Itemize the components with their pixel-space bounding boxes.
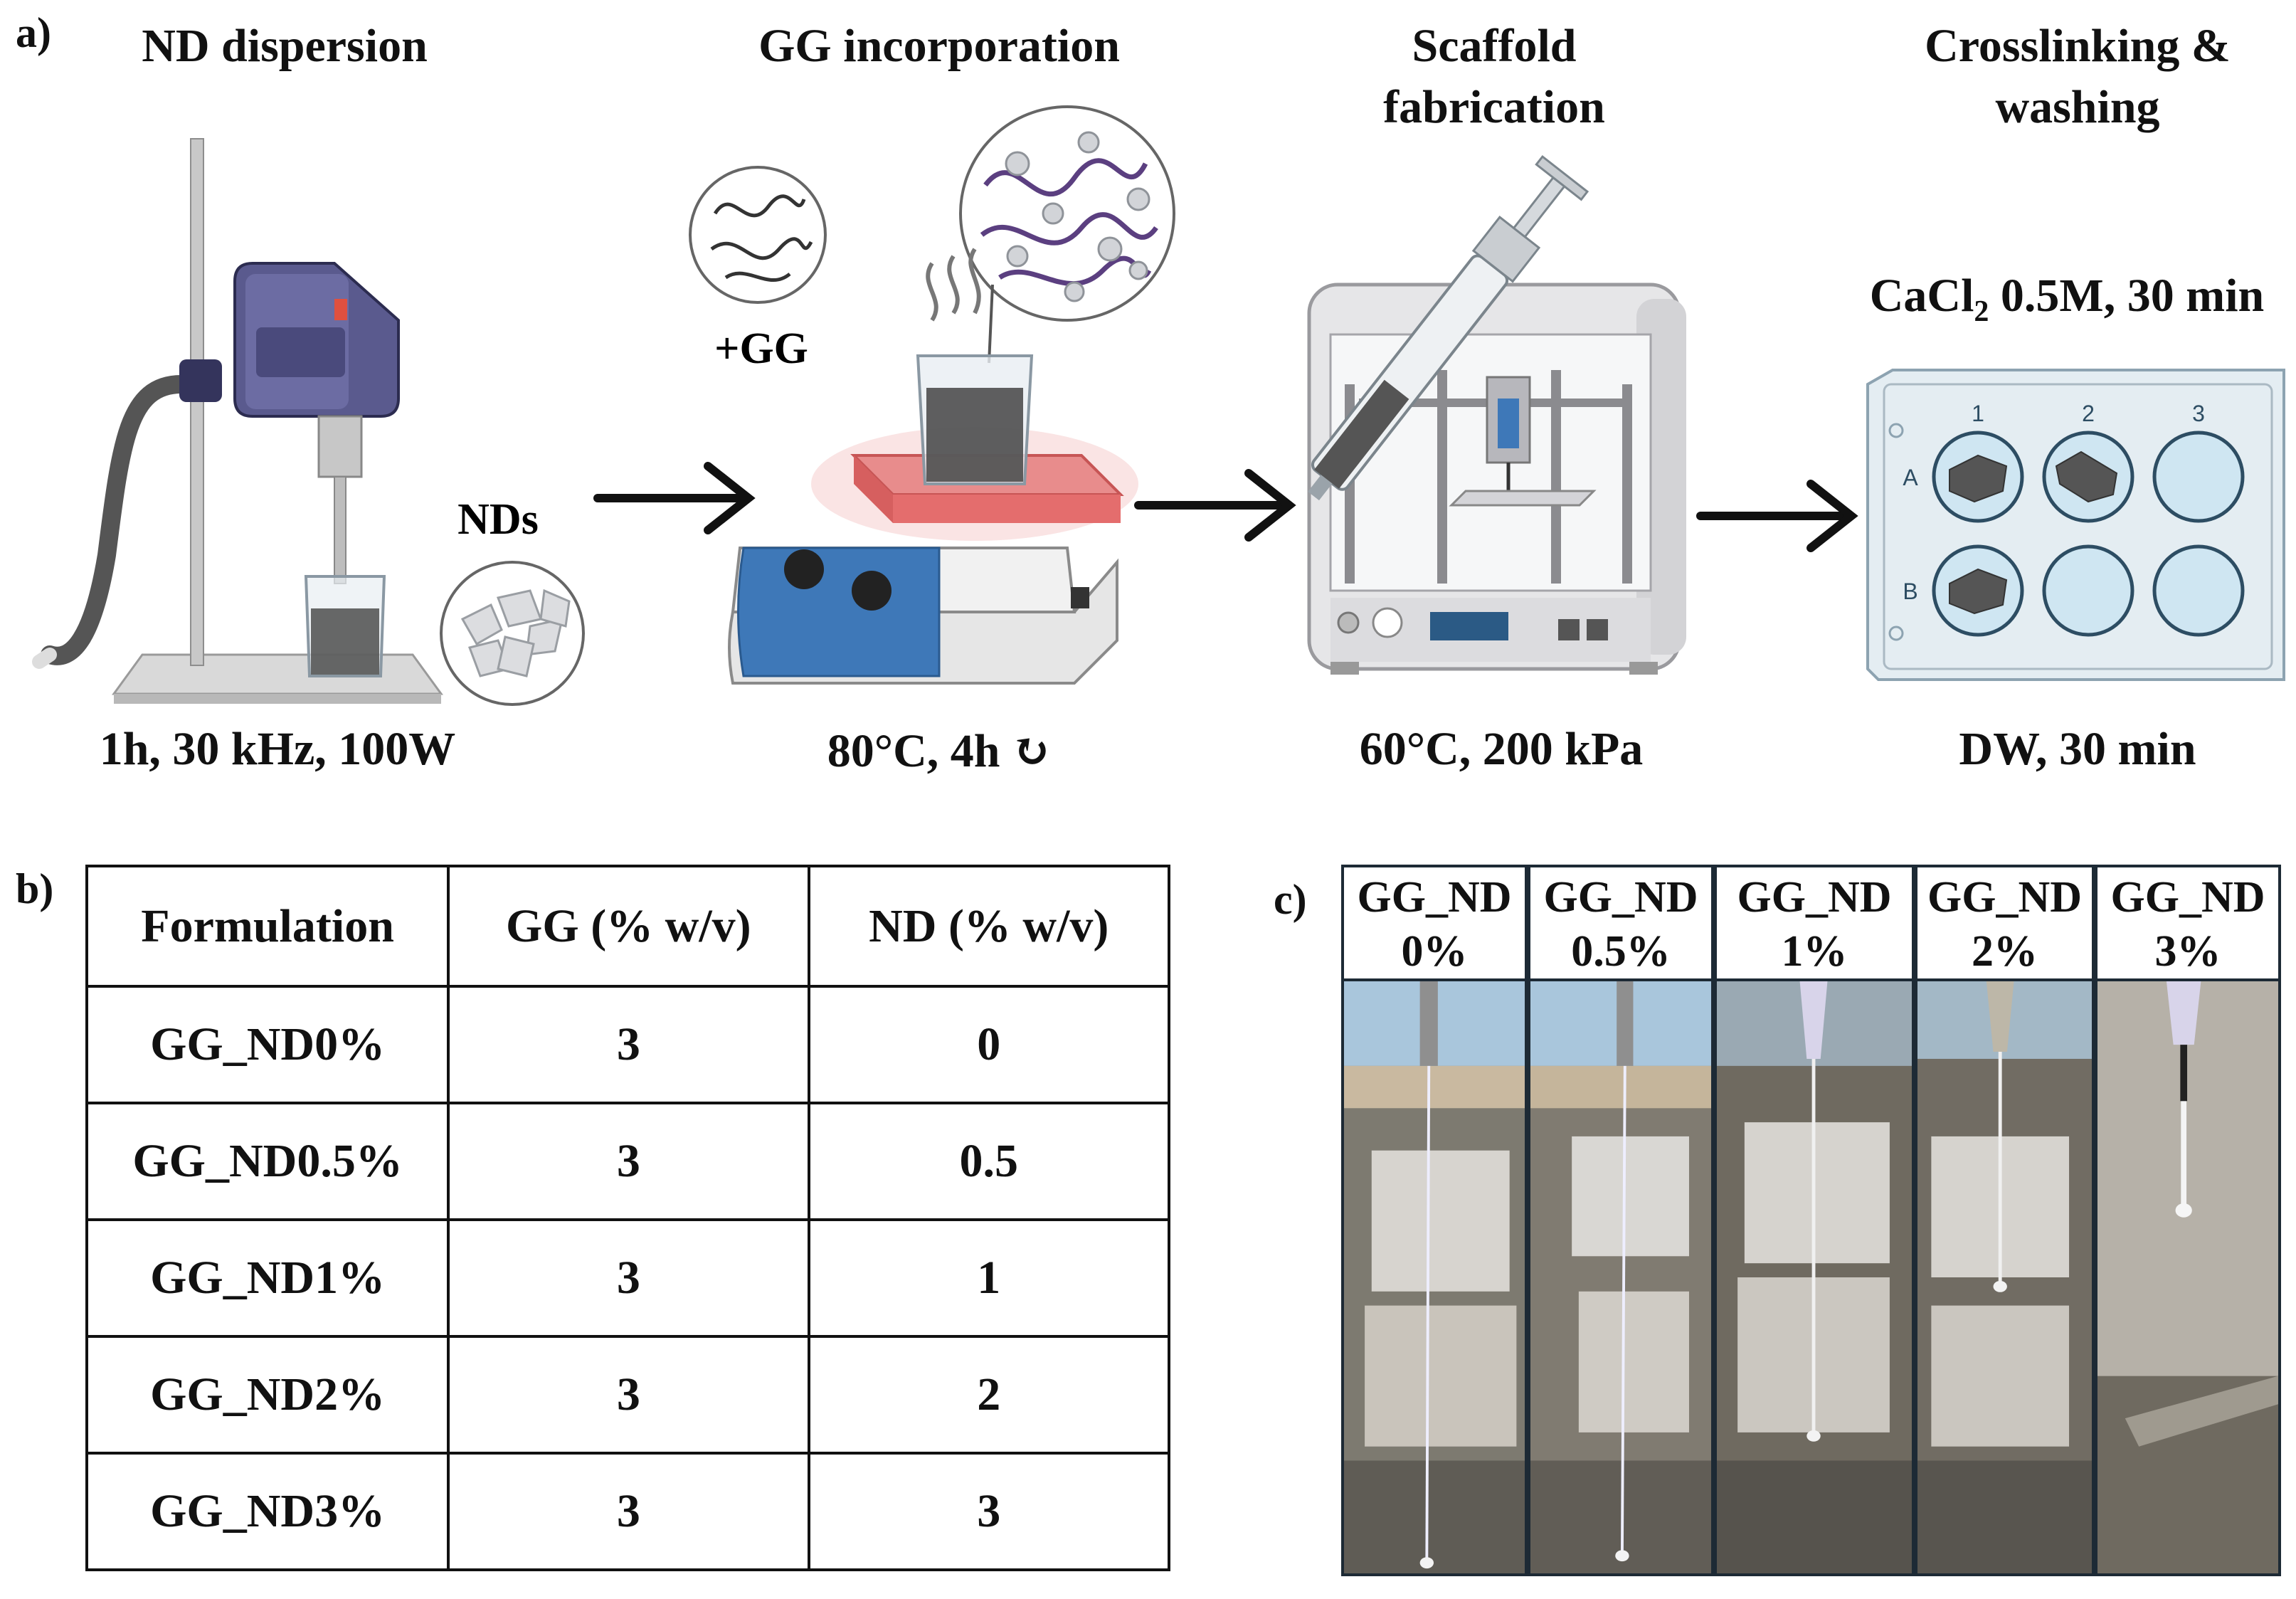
photo-strip-nd05: GG_ND 0.5% <box>1528 865 1714 1576</box>
table-cell: 3 <box>447 985 810 1104</box>
photo-label-line2: 0% <box>1401 927 1468 976</box>
table-row: GG_ND0.5% 3 0.5 <box>85 1102 1171 1221</box>
filament-photo <box>1917 981 2092 1573</box>
table-cell: GG_ND0.5% <box>85 1102 450 1221</box>
photo-label-line1: GG_ND <box>1737 873 1892 922</box>
nds-label: NDs <box>457 495 539 544</box>
formulation-table: Formulation GG (% w/v) ND (% w/v) GG_ND0… <box>85 865 1171 1571</box>
scaffold-title-line2: fabrication <box>1383 80 1605 133</box>
photo-label-line1: GG_ND <box>1543 873 1698 922</box>
plate-row-b: B <box>1903 579 1917 604</box>
photo-strip-nd0: GG_ND 0% <box>1341 865 1528 1576</box>
table-cell: GG_ND1% <box>85 1218 450 1338</box>
table-cell: 3 <box>447 1218 810 1338</box>
photo-strip-nd1: GG_ND 1% <box>1714 865 1915 1576</box>
crosslinking-title-line1: Crosslinking & <box>1925 20 2231 72</box>
table-cell: 2 <box>807 1335 1171 1455</box>
plate-col-2: 2 <box>2082 401 2095 426</box>
scaffold-title-line1: Scaffold <box>1412 20 1577 72</box>
photo-label: GG_ND 2% <box>1917 867 2092 981</box>
photo-label-line1: GG_ND <box>1927 873 2082 922</box>
step-title-nd-dispersion: ND dispersion <box>142 20 428 72</box>
table-cell: 0 <box>807 985 1171 1104</box>
table-cell: 3 <box>447 1452 810 1571</box>
arrow-3 <box>1696 480 1858 552</box>
step-title-crosslinking: Crosslinking & washing <box>1864 16 2291 138</box>
table-row: GG_ND1% 3 1 <box>85 1218 1171 1338</box>
table-row: GG_ND3% 3 3 <box>85 1452 1171 1571</box>
filament-photo <box>1344 981 1525 1573</box>
filament-photo <box>1717 981 1912 1573</box>
hotplate-illustration <box>689 105 1175 685</box>
photo-label-line2: 3% <box>2154 927 2221 976</box>
plate-row-a: A <box>1903 465 1918 490</box>
filament-photo <box>1530 981 1711 1573</box>
panel-label-b: b) <box>16 865 54 912</box>
panel-label-a: a) <box>16 9 51 56</box>
arrow-1 <box>593 462 756 534</box>
photo-label-line2: 2% <box>1972 927 2038 976</box>
plate-col-3: 3 <box>2192 401 2205 426</box>
table-cell: 0.5 <box>807 1102 1171 1221</box>
table-header-row: Formulation GG (% w/v) ND (% w/v) <box>85 865 1171 988</box>
condition-scaffold: 60°C, 200 kPa <box>1359 723 1644 775</box>
bioprinter-illustration <box>1307 154 1686 675</box>
table-row: GG_ND0% 3 0 <box>85 985 1171 1104</box>
photo-strip-nd3: GG_ND 3% <box>2095 865 2281 1576</box>
workflow-illustration: NDs <box>32 105 2285 706</box>
photo-label: GG_ND 0.5% <box>1530 867 1711 981</box>
step-title-scaffold-fabrication: Scaffold fabrication <box>1316 16 1672 138</box>
table-header: GG (% w/v) <box>447 865 810 988</box>
table-header: ND (% w/v) <box>807 865 1171 988</box>
filament-photo <box>2097 981 2278 1573</box>
plus-gg-label: +GG <box>714 324 808 373</box>
photo-label-line2: 0.5% <box>1571 927 1671 976</box>
well-plate-illustration <box>1866 369 2285 681</box>
table-row: GG_ND2% 3 2 <box>85 1335 1171 1455</box>
cacl2-subscript: 2 <box>1974 295 1989 329</box>
cacl2-text-rest: 0.5M, 30 min <box>1989 270 2265 322</box>
panel-label-c: c) <box>1274 876 1307 923</box>
condition-gg-incorporation: 80°C, 4h ↻ <box>827 725 1052 777</box>
table-cell: 1 <box>807 1218 1171 1338</box>
arrow-2 <box>1134 469 1296 542</box>
photo-label: GG_ND 0% <box>1344 867 1525 981</box>
cacl2-condition: CaCl2 0.5M, 30 min <box>1843 269 2291 329</box>
condition-nd-dispersion: 1h, 30 kHz, 100W <box>99 723 456 775</box>
table-header: Formulation <box>85 865 450 988</box>
photo-label: GG_ND 1% <box>1717 867 1912 981</box>
photo-strip-nd2: GG_ND 2% <box>1915 865 2095 1576</box>
crosslinking-title-line2: washing <box>1995 80 2160 133</box>
photo-label: GG_ND 3% <box>2097 867 2278 981</box>
condition-washing: DW, 30 min <box>1959 723 2196 775</box>
table-cell: GG_ND2% <box>85 1335 450 1455</box>
table-cell: 3 <box>447 1335 810 1455</box>
plate-col-1: 1 <box>1972 401 1984 426</box>
photo-label-line1: GG_ND <box>2110 873 2265 922</box>
photo-label-line2: 1% <box>1781 927 1848 976</box>
cacl2-text: CaCl <box>1869 270 1974 322</box>
table-cell: GG_ND3% <box>85 1452 450 1571</box>
step-title-gg-incorporation: GG incorporation <box>758 20 1120 72</box>
table-cell: 3 <box>447 1102 810 1221</box>
sonicator-illustration <box>32 138 585 706</box>
table-cell: GG_ND0% <box>85 985 450 1104</box>
photo-label-line1: GG_ND <box>1357 873 1512 922</box>
table-cell: 3 <box>807 1452 1171 1571</box>
